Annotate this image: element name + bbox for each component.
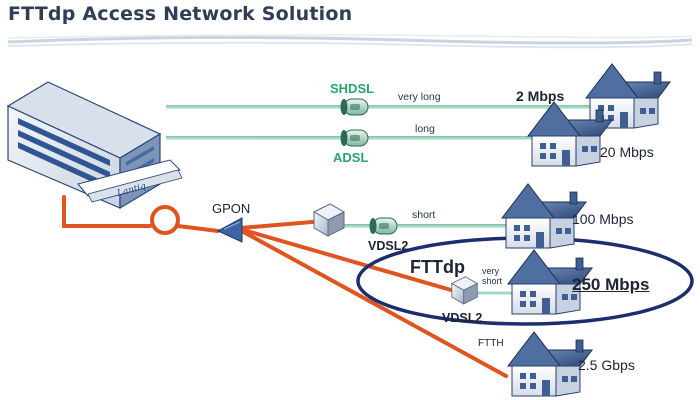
fiber-ftth [238,228,508,378]
title-underline [7,34,693,49]
fttdp-label: FTTdp [410,257,465,277]
shdsl-label: SHDSL [330,81,375,96]
speed-100mbps: 100 Mbps [572,211,634,227]
very-short-label: very short [482,266,503,286]
vdsl2-label-short: VDSL2 [368,239,409,253]
speed-250mbps: 250 Mbps [572,275,650,294]
fiber-spool [150,205,180,235]
adsl-label: ADSL [333,150,369,165]
central-office-building-icon: Lantiq [6,81,183,210]
page-title: FTTdp Access Network Solution [8,3,353,25]
shdsl-modem-icon [340,98,369,116]
lantiq-logo-plate [77,159,181,197]
street-cabinet-icon [313,203,345,237]
fiber-to-cabinet [238,220,314,230]
fiber-to-fttdp [238,227,460,294]
ftth-label: FTTH [478,338,504,349]
speed-2-5gbps: 2.5 Gbps [578,357,635,373]
speed-20mbps: 20 Mbps [600,144,654,160]
gpon-splitter-icon [216,217,243,243]
short-label: short [412,209,436,221]
gpon-label: GPON [212,201,251,216]
fiber-from-co [62,195,152,228]
vdsl2-modem-icon [369,217,398,235]
adsl-modem-icon [340,129,369,147]
very-long-label: very long [398,91,441,103]
dp-node-icon [451,276,478,305]
fiber-runs [62,195,508,378]
long-label: long [415,123,435,135]
speed-2mbps: 2 Mbps [516,88,565,104]
vdsl2-label-fttdp: VDSL2 [442,311,483,325]
